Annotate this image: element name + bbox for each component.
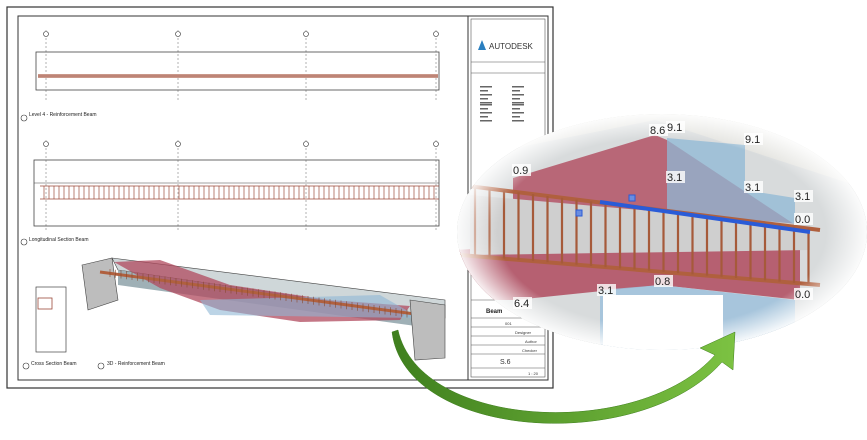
drawing-sheet[interactable]: [6, 6, 554, 389]
value-label-bg: [666, 171, 685, 183]
value-label-bg: [794, 190, 813, 202]
revision-text-line: [480, 94, 492, 96]
plan-view[interactable]: Level 4 - Reinforcement Beam: [20, 30, 440, 122]
revision-text-line: [480, 104, 492, 106]
grid-bubble-icon: [303, 141, 309, 147]
sheet-name: Beam: [486, 309, 502, 315]
view-title-cross-section: Cross Section Beam: [31, 361, 77, 367]
drawn-by: Designer: [515, 330, 532, 335]
stirrups-section: [43, 186, 435, 199]
grid-bubble-icon: [303, 31, 309, 37]
diagram-value-label: 0.8: [655, 276, 670, 288]
title-block: AUTODESK Beam 001 Designer Author Checke…: [470, 18, 546, 378]
revision-text-line: [512, 104, 524, 106]
diagram-value-label: 3.1: [745, 182, 760, 194]
revision-text-line: [480, 102, 492, 104]
value-label-bg: [744, 181, 763, 193]
diagram-value-label: 3.1: [795, 191, 810, 203]
grid-bubble-icon: [433, 141, 439, 147]
revision-text-line: [512, 120, 524, 122]
grid-bubble-icon: [43, 31, 49, 37]
revision-text-line: [512, 116, 520, 118]
value-label-bg: [513, 297, 532, 309]
diagram-value-label: 3.1: [598, 285, 613, 297]
cross-section-view[interactable]: Cross Section Beam: [22, 286, 77, 370]
value-label-bg: [654, 275, 673, 287]
grid-bubble-icon: [433, 31, 439, 37]
revision-text-line: [512, 90, 520, 92]
value-label-bg: [794, 288, 813, 300]
diagram-value-label: 9.1: [667, 122, 682, 134]
longitudinal-section-view[interactable]: Longitudinal Section Beam: [20, 140, 440, 246]
grid-bubble-icon: [175, 141, 181, 147]
revision-text-line: [512, 102, 524, 104]
diagram-value-label: 0.0: [795, 289, 810, 301]
diagram-value-label: 0.9: [513, 165, 528, 177]
grid-bubble-icon: [43, 141, 49, 147]
diagram-value-label: 3.1: [667, 172, 682, 184]
diagram-value-label: 9.1: [745, 134, 760, 146]
3d-view[interactable]: 3D - Reinforcement Beam: [81, 257, 446, 370]
grid-bubble-icon: [175, 31, 181, 37]
view-title-plan: Level 4 - Reinforcement Beam: [29, 112, 97, 118]
revision-schedule: [480, 86, 524, 122]
diagram-value-label: 6.4: [514, 298, 529, 310]
revision-text-line: [512, 112, 524, 114]
view-title-3d: 3D - Reinforcement Beam: [107, 361, 165, 367]
view-title-longitudinal: Longitudinal Section Beam: [29, 237, 89, 243]
value-label-bg: [512, 164, 531, 176]
project-number: 001: [505, 321, 512, 326]
revision-text-line: [480, 112, 492, 114]
revision-text-line: [480, 90, 488, 92]
revision-text-line: [512, 86, 524, 88]
value-label-bg: [597, 284, 616, 296]
revision-text-line: [512, 94, 524, 96]
checked-by: Checker: [522, 348, 538, 353]
value-label-bg: [794, 213, 813, 225]
revision-text-line: [512, 98, 520, 100]
diagram-value-label: 0.0: [795, 214, 810, 226]
diagram-value-label: 8.6: [650, 125, 665, 137]
designed-by: Author: [525, 339, 537, 344]
value-label-bg: [649, 124, 668, 136]
revision-text-line: [480, 108, 488, 110]
revision-text-line: [480, 86, 492, 88]
value-label-bg: [666, 121, 685, 133]
value-label-bg: [744, 133, 763, 145]
revision-text-line: [480, 98, 488, 100]
rebar: [99, 270, 446, 320]
sheet-number: S.6: [500, 359, 511, 366]
scale: 1 : 20: [528, 371, 539, 376]
logo-text: AUTODESK: [489, 42, 534, 51]
zoom-callout: [457, 114, 867, 350]
revision-text-line: [480, 116, 488, 118]
autodesk-logo-icon: [478, 40, 486, 50]
revision-text-line: [480, 120, 492, 122]
revision-text-line: [512, 108, 520, 110]
